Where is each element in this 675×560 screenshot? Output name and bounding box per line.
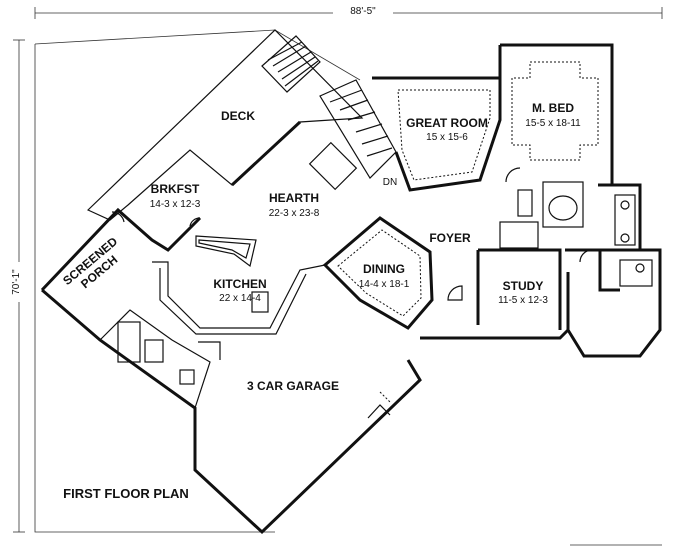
kitchen-counters (152, 261, 326, 335)
master-bed-label: M. BED (532, 101, 574, 115)
master-bed-ceiling (511, 61, 599, 161)
dining-size: 14-4 x 18-1 (359, 279, 410, 290)
master-bed-size: 15-5 x 18-11 (525, 118, 581, 129)
overall-depth-label: 70'-1" (11, 269, 22, 295)
plan-title: FIRST FLOOR PLAN (63, 486, 189, 501)
deck-stairs (261, 35, 321, 93)
study-size: 11-5 x 12-3 (498, 295, 548, 306)
stair-down-label: DN (383, 177, 397, 188)
great-room-label: GREAT ROOM (406, 116, 488, 130)
dining-label: DINING (363, 262, 405, 276)
doors (111, 167, 593, 301)
dining-room (322, 216, 434, 330)
hearth-size: 22-3 x 23-8 (269, 208, 320, 219)
garage (194, 391, 391, 533)
dimension-depth: 70'-1" (8, 39, 30, 533)
great-room-ceiling (397, 89, 491, 181)
screened-porch-label: SCREENED PORCH (60, 234, 120, 291)
brkfst-label: BRKFST (151, 182, 200, 196)
garage-label: 3 CAR GARAGE (247, 379, 339, 393)
kitchen-island (195, 235, 257, 268)
deck (86, 29, 364, 221)
interior-stairs (308, 79, 397, 191)
kitchen-size: 22 x 14-4 (219, 293, 261, 304)
kitchen-label: KITCHEN (213, 277, 266, 291)
foyer-label: FOYER (429, 231, 471, 245)
hearth-label: HEARTH (269, 191, 319, 205)
brkfst-size: 14-3 x 12-3 (150, 199, 201, 210)
great-room-size: 15 x 15-6 (426, 132, 468, 143)
overall-width-label: 88'-5" (350, 6, 376, 17)
master-bath (499, 181, 653, 287)
deck-label: DECK (221, 109, 255, 123)
dimension-width: 88'-5" (34, 3, 663, 19)
study-label: STUDY (503, 279, 544, 293)
utility-rooms (99, 309, 221, 409)
